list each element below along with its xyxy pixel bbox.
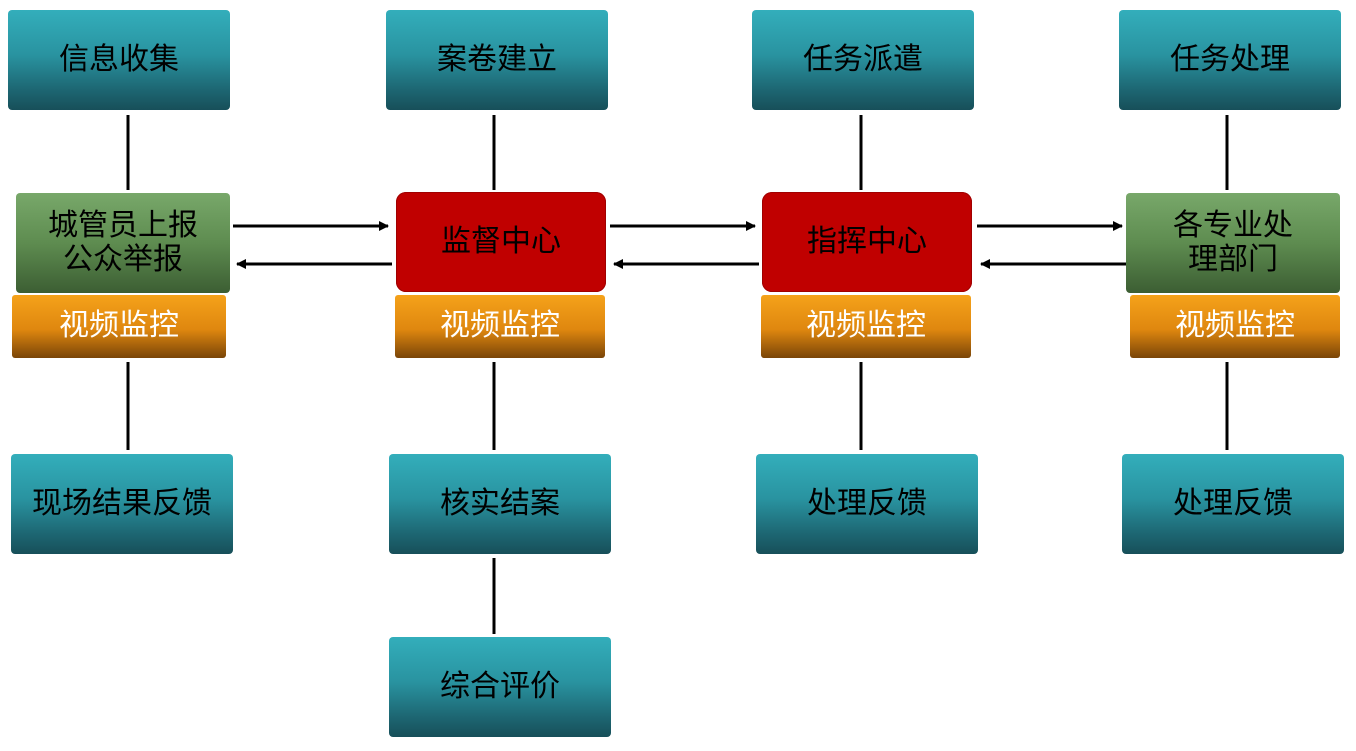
node-label: 各专业处 理部门 xyxy=(1173,207,1293,277)
node-case-creation: 案卷建立 xyxy=(386,10,608,110)
node-label: 视频监控 xyxy=(440,308,560,344)
node-comprehensive-evaluation: 综合评价 xyxy=(389,637,611,737)
node-label: 视频监控 xyxy=(806,308,926,344)
node-video-monitor-2: 视频监控 xyxy=(395,295,605,358)
node-task-handling: 任务处理 xyxy=(1119,10,1341,110)
node-label: 城管员上报 公众举报 xyxy=(48,207,198,277)
node-task-dispatch: 任务派遣 xyxy=(752,10,974,110)
node-label: 核实结案 xyxy=(440,485,560,521)
node-handling-feedback-1: 处理反馈 xyxy=(756,454,978,554)
node-label: 视频监控 xyxy=(59,308,179,344)
node-video-monitor-4: 视频监控 xyxy=(1130,295,1340,358)
node-handling-feedback-2: 处理反馈 xyxy=(1122,454,1344,554)
node-info-collection: 信息收集 xyxy=(8,10,230,110)
node-label: 现场结果反馈 xyxy=(32,485,212,521)
node-video-monitor-3: 视频监控 xyxy=(761,295,971,358)
node-label: 案卷建立 xyxy=(437,41,557,77)
node-departments: 各专业处 理部门 xyxy=(1126,193,1340,293)
node-command-center: 指挥中心 xyxy=(762,192,972,292)
node-label: 任务派遣 xyxy=(803,41,923,77)
node-onsite-feedback: 现场结果反馈 xyxy=(11,454,233,554)
node-label: 任务处理 xyxy=(1170,41,1290,77)
node-label: 视频监控 xyxy=(1175,308,1295,344)
node-label: 处理反馈 xyxy=(807,485,927,521)
node-label: 监督中心 xyxy=(441,223,561,259)
node-label: 处理反馈 xyxy=(1173,485,1293,521)
node-supervision-center: 监督中心 xyxy=(396,192,606,292)
node-label: 综合评价 xyxy=(440,668,560,704)
node-video-monitor-1: 视频监控 xyxy=(12,295,226,358)
node-label: 信息收集 xyxy=(59,41,179,77)
node-label: 指挥中心 xyxy=(807,223,927,259)
node-reporting: 城管员上报 公众举报 xyxy=(16,193,230,293)
node-verify-close: 核实结案 xyxy=(389,454,611,554)
